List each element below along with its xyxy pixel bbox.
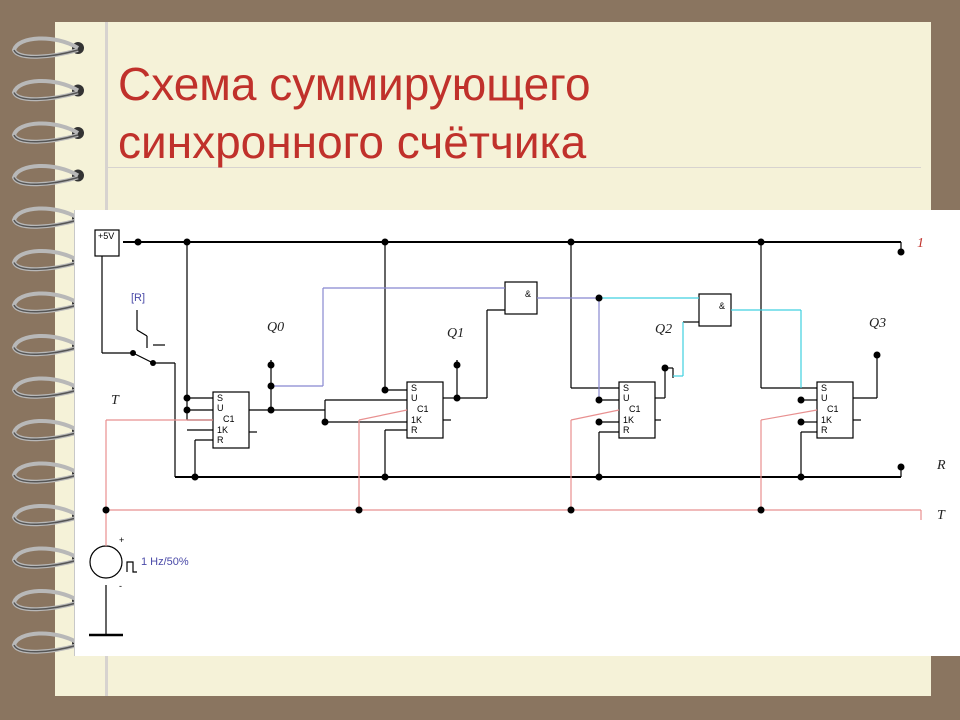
output-label-q3: Q3: [869, 316, 887, 331]
output-label-q1: Q1: [447, 326, 465, 341]
binding-ring: [11, 248, 80, 272]
flipflop-3: [618, 381, 656, 439]
binding-ring-shadow: [13, 176, 79, 185]
left-clock-label: T: [111, 393, 119, 408]
pin-c1: C1: [827, 404, 839, 414]
binding-ring-shadow: [13, 474, 79, 483]
pin-c1: C1: [223, 414, 235, 424]
pin-u: U: [821, 393, 828, 403]
binding-ring: [11, 206, 80, 229]
pin-c1: C1: [629, 404, 641, 414]
pin-s: S: [217, 393, 224, 403]
flipflop-2: [406, 381, 444, 439]
binding-ring: [11, 163, 80, 187]
pin-s: S: [411, 383, 418, 393]
binding-ring: [11, 546, 80, 569]
binding-ring: [11, 503, 80, 527]
pin-r: R: [217, 435, 224, 445]
binding-ring-shadow: [13, 516, 79, 525]
binding-ring-shadow: [13, 644, 79, 653]
binding-ring-shadow: [13, 304, 79, 313]
binding-ring: [11, 461, 80, 484]
binding-ring: [11, 36, 80, 59]
output-label-q0: Q0: [267, 320, 285, 335]
pin-r: R: [623, 425, 630, 435]
binding-ring: [11, 588, 80, 612]
clock-source: [89, 545, 123, 579]
pin-s: S: [821, 383, 828, 393]
pin-s: S: [623, 383, 630, 393]
binding-ring: [11, 631, 80, 654]
binding-ring-shadow: [13, 91, 79, 100]
and-gate-1: [504, 281, 538, 315]
pin-u: U: [623, 393, 630, 403]
binding-ring-shadow: [13, 49, 79, 58]
binding-ring: [11, 121, 80, 144]
binding-ring: [11, 418, 80, 442]
title-line-2: синхронного счётчика: [118, 116, 587, 168]
title-line-1: Схема суммирующего: [118, 58, 591, 110]
clock-frequency-label: 1 Hz/50%: [141, 556, 189, 568]
binding-ring-shadow: [13, 346, 79, 355]
binding-ring: [11, 78, 80, 102]
bus-label-reset: R: [937, 458, 946, 473]
pin-r: R: [411, 425, 418, 435]
clock-plus-label: +: [119, 535, 125, 545]
binding-ring-shadow: [13, 219, 79, 228]
binding-ring: [11, 291, 80, 314]
output-label-q2: Q2: [655, 322, 673, 337]
slide-title: Схема суммирующего синхронного счётчика: [118, 55, 798, 171]
bus-label-clock: T: [937, 508, 945, 523]
flipflop-1: [212, 391, 250, 449]
switch-label: [R]: [131, 292, 146, 304]
binding-ring-shadow: [13, 431, 79, 440]
bus-label-one: 1: [917, 236, 924, 251]
pin-u: U: [217, 403, 224, 413]
counter-schematic: +5V [R] 1 Hz/50% + - & & Q0 Q1 Q2 Q3 1 R…: [74, 210, 960, 656]
binding-ring: [11, 376, 80, 399]
flipflop-4: [816, 381, 854, 439]
and-gate-2-symbol: &: [719, 301, 726, 311]
pin-1k: 1K: [821, 415, 833, 425]
binding-ring: [11, 333, 80, 357]
pin-u: U: [411, 393, 418, 403]
pin-1k: 1K: [411, 415, 423, 425]
binding-ring-shadow: [13, 389, 79, 398]
pin-1k: 1K: [623, 415, 635, 425]
pin-1k: 1K: [217, 425, 229, 435]
binding-ring-shadow: [13, 134, 79, 143]
rule-line: [105, 167, 921, 168]
binding-ring-shadow: [13, 261, 79, 270]
pin-c1: C1: [417, 404, 429, 414]
pin-r: R: [821, 425, 828, 435]
and-gate-2: [698, 293, 732, 327]
clock-minus-label: -: [119, 581, 122, 591]
power-supply-box: [94, 229, 120, 257]
power-label: +5V: [98, 231, 115, 241]
binding-ring-shadow: [13, 601, 79, 610]
binding-ring-shadow: [13, 559, 79, 568]
and-gate-1-symbol: &: [525, 289, 532, 299]
schematic-drawing: [89, 229, 922, 637]
